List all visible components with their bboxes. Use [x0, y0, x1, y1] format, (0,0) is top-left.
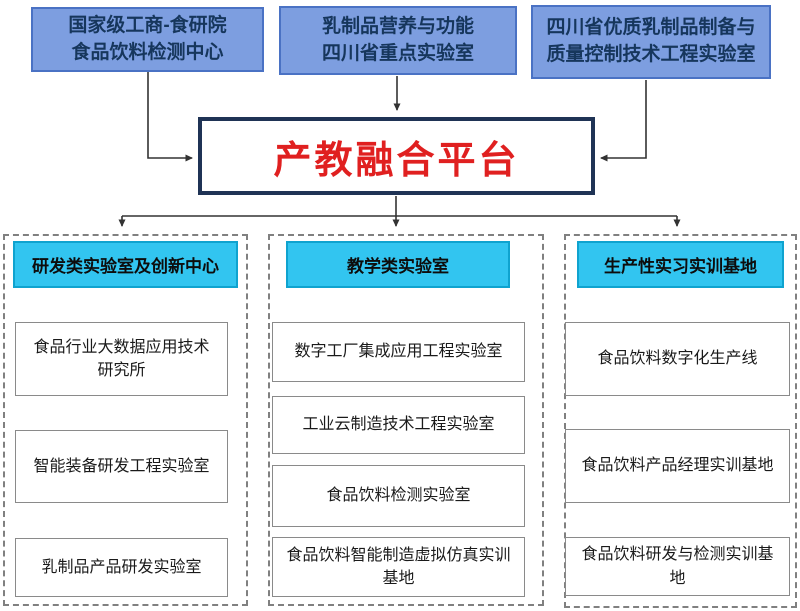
column-container-rd-labs — [3, 234, 248, 606]
platform-box: 产教融合平台 — [198, 117, 595, 195]
item-digital-production-line: 食品饮料数字化生产线 — [565, 322, 790, 396]
item-rd-testing-training-base: 食品饮料研发与检测实训基地 — [565, 537, 790, 596]
column-container-teaching-labs — [268, 234, 544, 606]
item-digital-factory-lab: 数字工厂集成应用工程实验室 — [272, 322, 525, 382]
column-header-training-bases: 生产性实习实训基地 — [577, 241, 784, 288]
item-food-big-data-institute: 食品行业大数据应用技术研究所 — [15, 322, 228, 396]
top-box-2-line-2: 四川省重点实验室 — [321, 42, 474, 64]
item-product-manager-training-base: 食品饮料产品经理实训基地 — [565, 429, 790, 503]
item-intelligent-equipment-lab: 智能装备研发工程实验室 — [15, 430, 228, 503]
top-box-national-testing-center: 国家级工商-食研院 食品饮料检测中心 — [31, 7, 264, 72]
top-box-sichuan-engineering-lab: 四川省优质乳制品制备与 质量控制技术工程实验室 — [531, 5, 771, 79]
connector-topleft-to-platform — [147, 72, 193, 162]
top-box-3-line-2: 质量控制技术工程实验室 — [546, 44, 756, 65]
top-box-dairy-key-lab: 乳制品营养与功能 四川省重点实验室 — [279, 6, 517, 75]
platform-title: 产教融合平台 — [273, 139, 520, 182]
top-box-1-line-1: 国家级工商-食研院 — [68, 14, 227, 36]
item-industrial-cloud-lab: 工业云制造技术工程实验室 — [272, 396, 525, 454]
item-food-beverage-testing-lab: 食品饮料检测实验室 — [272, 465, 525, 527]
column-header-teaching-labs: 教学类实验室 — [286, 241, 510, 288]
column-container-training-bases — [564, 234, 797, 608]
top-box-3-line-1: 四川省优质乳制品制备与 — [546, 17, 756, 39]
column-header-rd-labs: 研发类实验室及创新中心 — [13, 241, 238, 288]
item-virtual-simulation-training-base: 食品饮料智能制造虚拟仿真实训基地 — [272, 537, 525, 597]
connector-topright-to-platform — [600, 80, 647, 162]
top-box-1-line-2: 食品饮料检测中心 — [71, 41, 224, 63]
top-box-2-line-1: 乳制品营养与功能 — [321, 15, 474, 37]
item-dairy-product-rd-lab: 乳制品产品研发实验室 — [15, 538, 228, 597]
